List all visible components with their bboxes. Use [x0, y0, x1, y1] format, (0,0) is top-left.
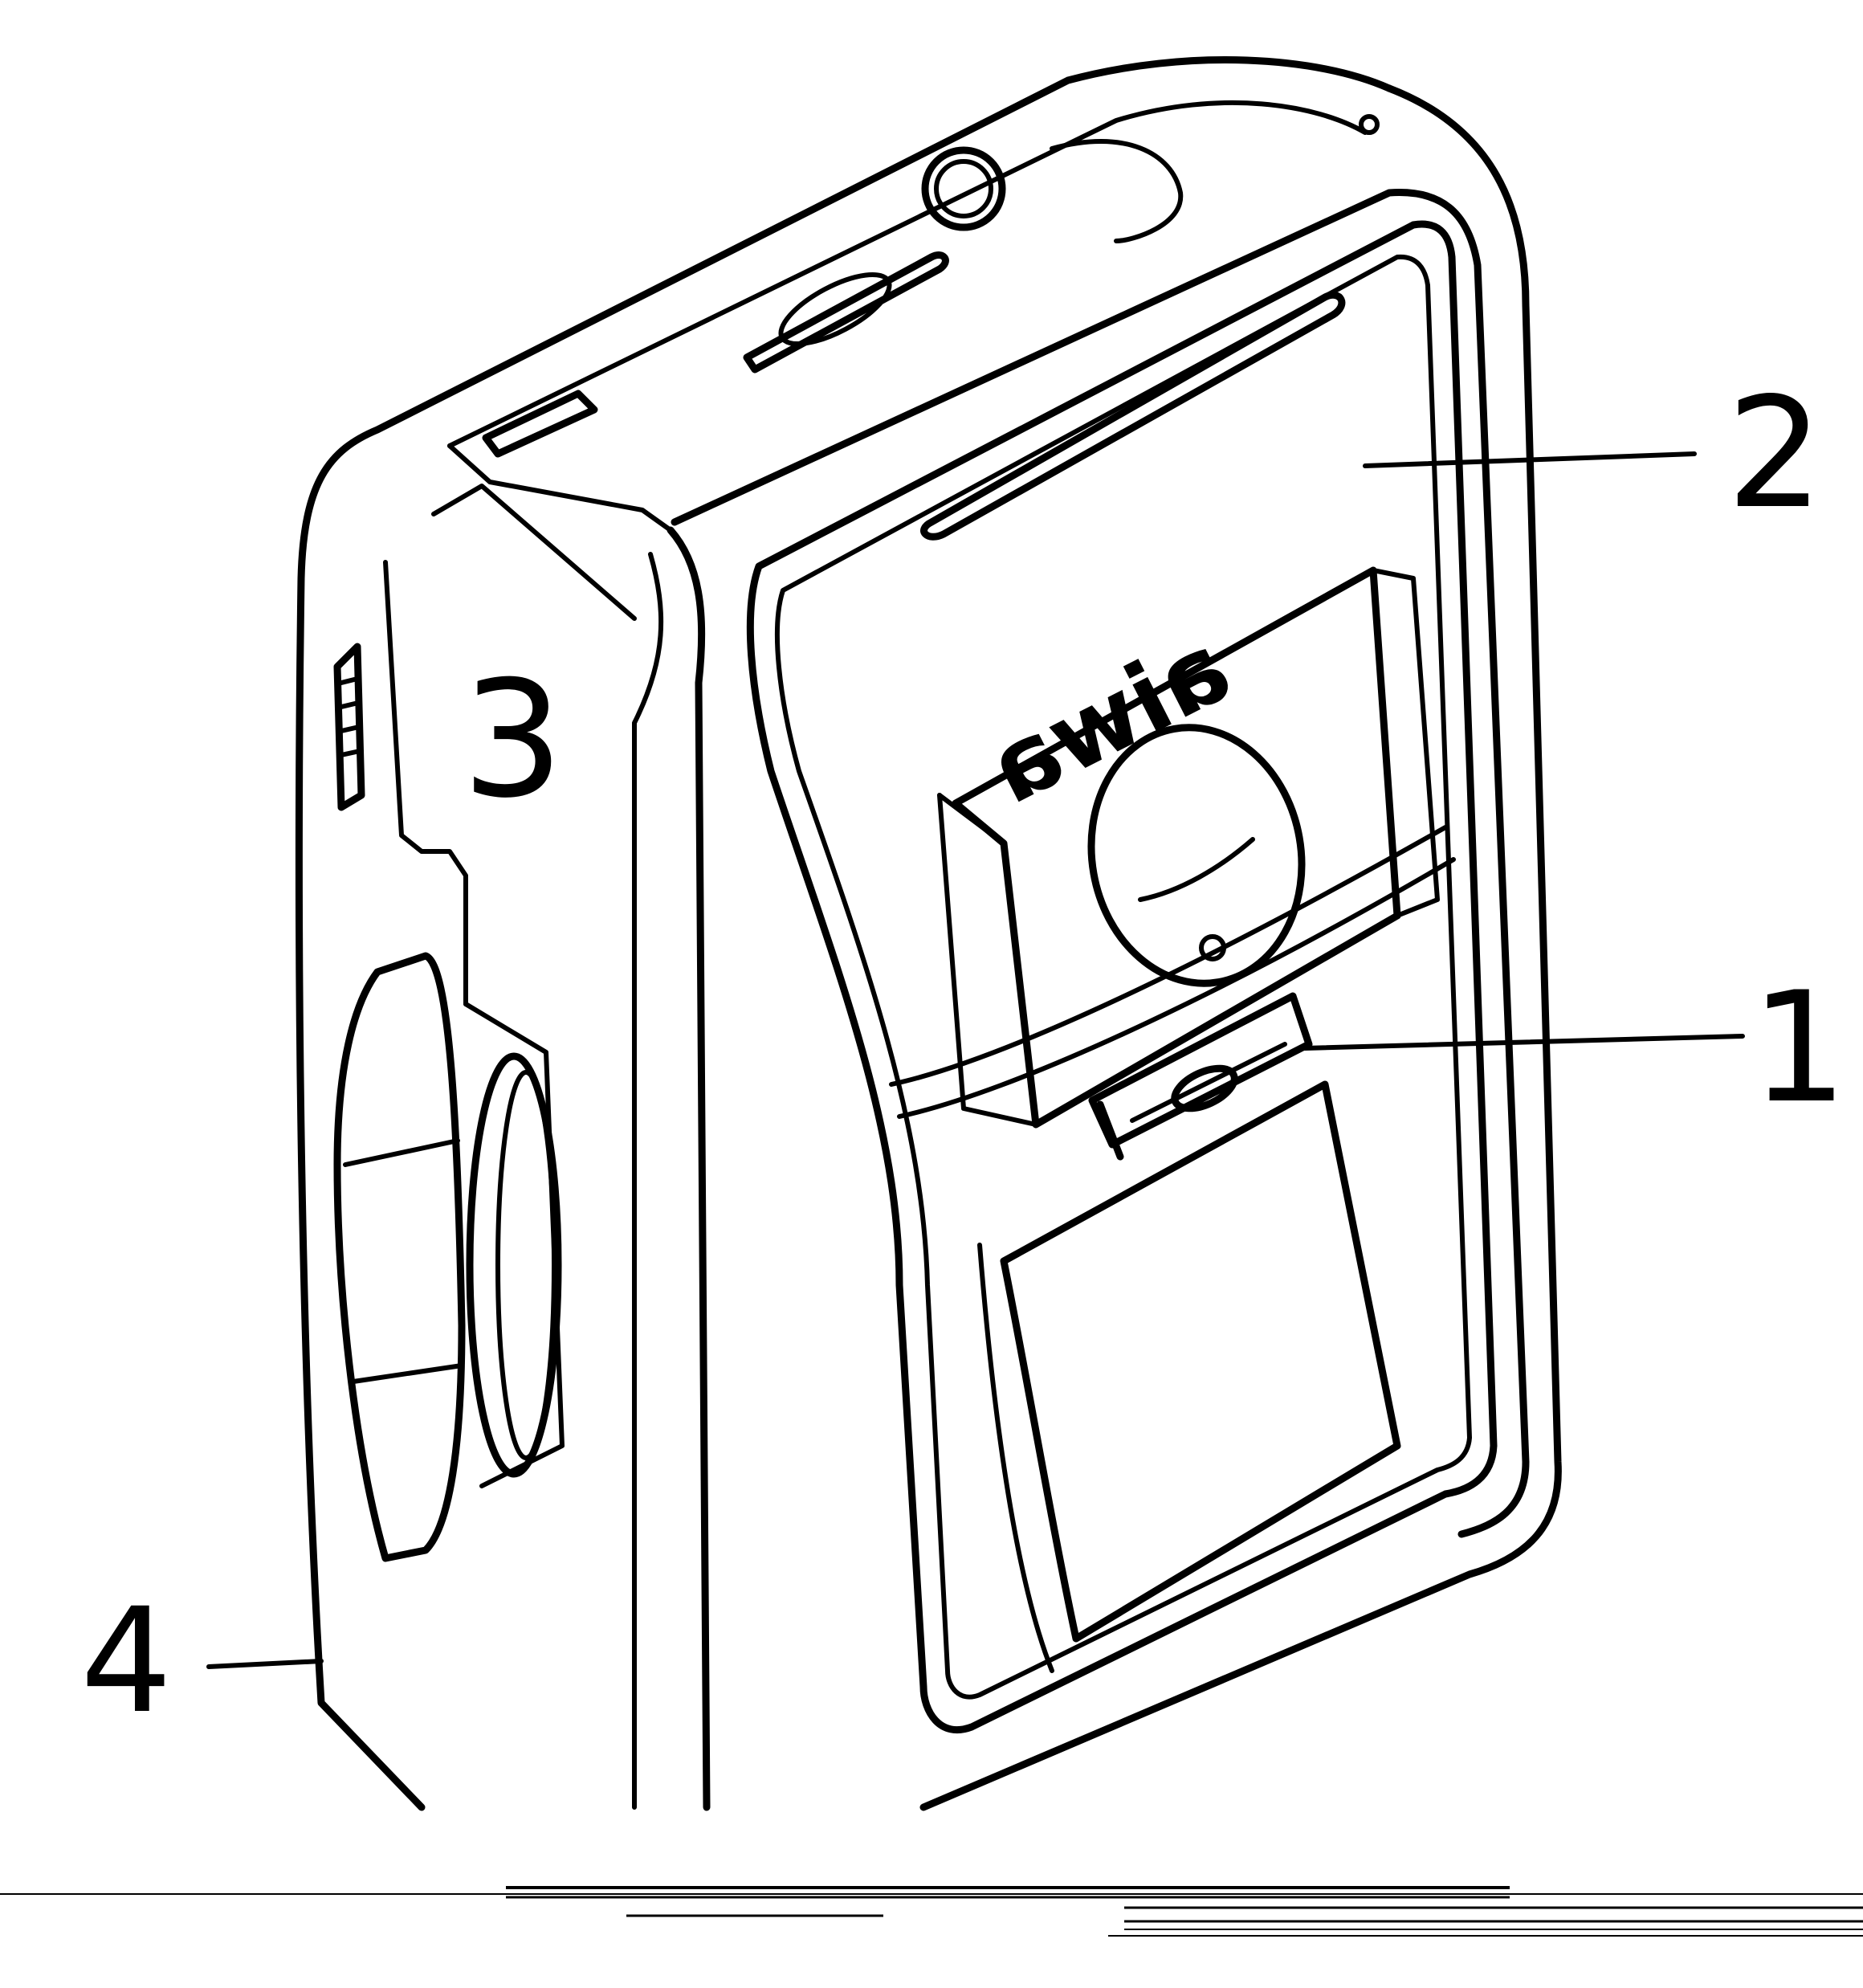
top-face	[482, 114, 1380, 458]
front-cover: aiwa	[746, 220, 1498, 1734]
volume-knob	[466, 1052, 562, 1478]
top-jack	[921, 146, 1006, 231]
leader-2	[1363, 451, 1697, 468]
grille-slot	[920, 291, 1346, 541]
side-slider	[333, 643, 365, 811]
jog-dial	[333, 952, 466, 1562]
switch	[1088, 992, 1313, 1161]
callout-label-2: 2	[1726, 365, 1824, 542]
side-panel	[333, 643, 565, 1562]
callout-label-4: 4	[80, 1578, 173, 1745]
reel-window	[1087, 724, 1306, 987]
leader-1	[1302, 1034, 1745, 1051]
callout-label-3: 3	[462, 647, 564, 834]
scan-artifact-lines	[0, 1886, 1863, 1937]
device-body	[295, 56, 1562, 1811]
callout-lines	[206, 451, 1745, 1669]
callout-label-1: 1	[1751, 959, 1848, 1137]
top-slider	[743, 251, 949, 374]
hold-switch	[482, 390, 598, 458]
leader-4	[206, 1659, 324, 1669]
